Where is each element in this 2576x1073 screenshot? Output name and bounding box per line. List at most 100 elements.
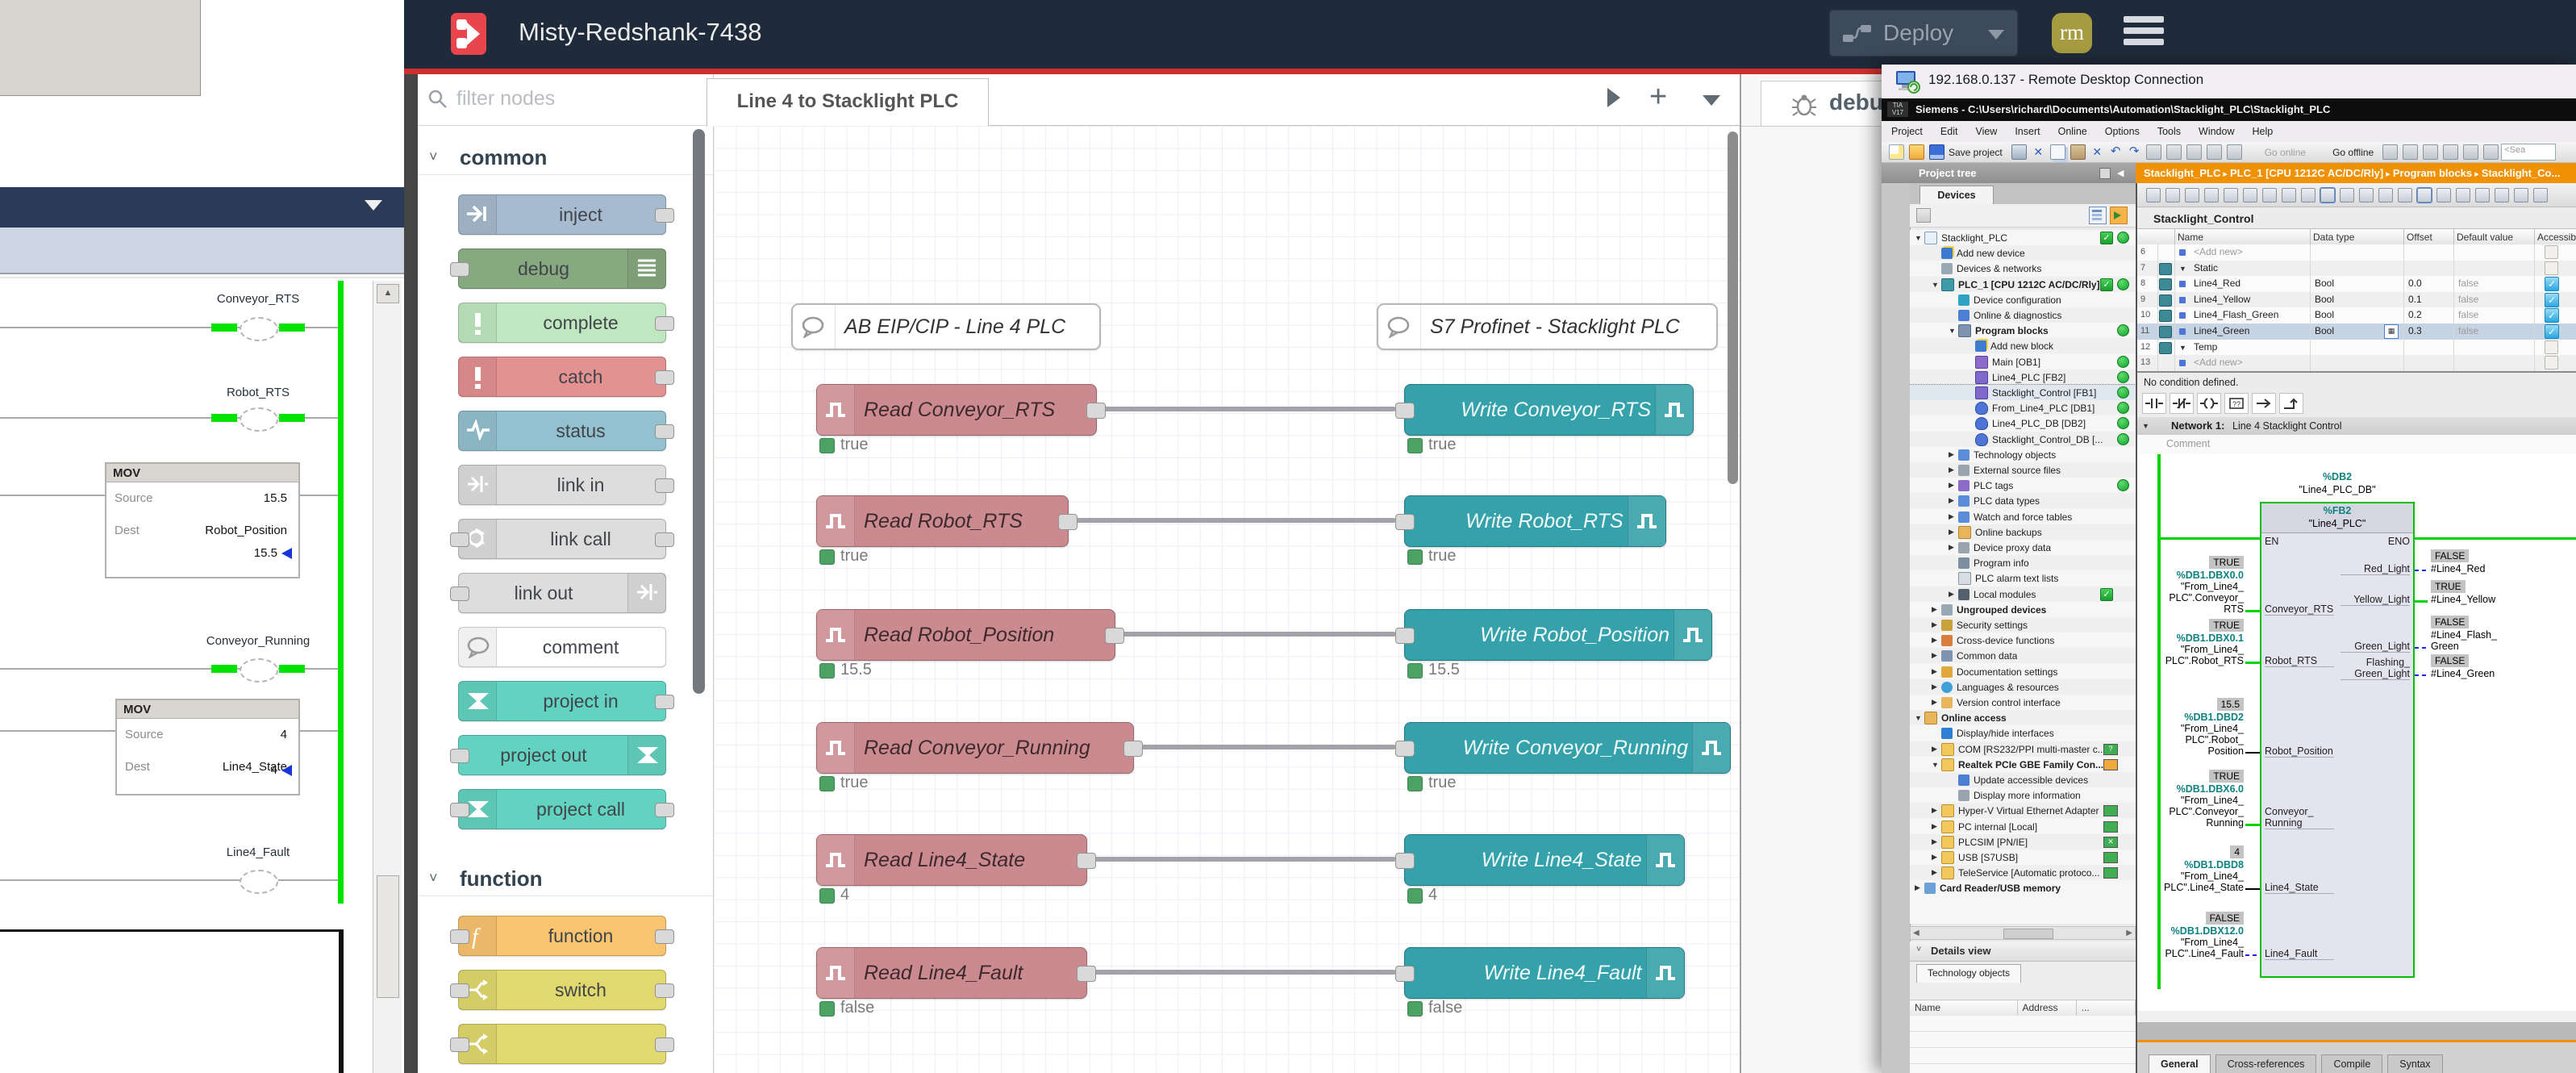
- read-node[interactable]: Read Robot_Position: [816, 609, 1115, 661]
- tree-row[interactable]: ▶USB [S7USB]: [1910, 850, 2136, 865]
- menu-help[interactable]: Help: [2252, 126, 2273, 137]
- network-comment-row[interactable]: Comment: [2137, 435, 2576, 455]
- tree-row[interactable]: PLC alarm text lists: [1910, 570, 2136, 586]
- table-row[interactable]: 8Line4_RedBool0.0false✓: [2137, 276, 2576, 292]
- delete-x-icon[interactable]: ✕: [2090, 145, 2104, 159]
- table-row[interactable]: 7▼Static: [2137, 261, 2576, 277]
- palette-node-project-in[interactable]: project in: [458, 681, 666, 721]
- menu-online[interactable]: Online: [2058, 126, 2087, 137]
- fb-block[interactable]: %FB2"Line4_PLC"ENENOConveyor_RTSRobot_RT…: [2260, 502, 2415, 978]
- undo-icon[interactable]: ↶: [2109, 145, 2123, 159]
- device-grid-icon[interactable]: [1916, 208, 1931, 223]
- accessible-checkbox[interactable]: ✓: [2545, 277, 2559, 291]
- palette-node-function[interactable]: ffunction: [458, 916, 666, 956]
- tree-row[interactable]: Online & diagnostics: [1910, 307, 2136, 323]
- palette-node-comment[interactable]: comment: [458, 627, 666, 667]
- tree-row[interactable]: ▶Common data: [1910, 648, 2136, 663]
- output-port[interactable]: [655, 929, 674, 944]
- tree-row[interactable]: Display/hide interfaces: [1910, 725, 2136, 741]
- rdp-titlebar[interactable]: 192.168.0.137 - Remote Desktop Connectio…: [1882, 65, 2576, 98]
- palette-node-catch[interactable]: catch: [458, 357, 666, 397]
- contact-nc-icon[interactable]: [2170, 393, 2194, 414]
- table-row[interactable]: 13<Add new>: [2137, 355, 2576, 371]
- tree-row[interactable]: ▼Online access: [1910, 710, 2136, 725]
- tree-row[interactable]: ▶Card Reader/USB memory: [1910, 880, 2136, 896]
- datatype-dropdown-button[interactable]: ▦: [2384, 324, 2399, 339]
- write-node[interactable]: Write Line4_State: [1404, 834, 1685, 886]
- go-offline-plug-icon[interactable]: [2315, 145, 2328, 159]
- flow-canvas[interactable]: AB EIP/CIP - Line 4 PLCS7 Profinet - Sta…: [714, 126, 1740, 1073]
- delete-row-icon[interactable]: [2165, 188, 2180, 202]
- palette-node-link-out[interactable]: link out: [458, 573, 666, 613]
- go-online-plug-icon[interactable]: [2247, 145, 2261, 159]
- toolbar-search-input[interactable]: <Sea: [2501, 144, 2556, 161]
- accessible-checkbox[interactable]: [2545, 245, 2558, 259]
- tree-expander-icon[interactable]: ▶: [1932, 745, 1941, 754]
- load-pg-icon[interactable]: [2475, 188, 2490, 202]
- contact-icon[interactable]: [240, 870, 278, 894]
- palette-node-link-in[interactable]: link in: [458, 465, 666, 505]
- tree-expander-icon[interactable]: ▼: [1932, 281, 1941, 289]
- download-to-device-icon[interactable]: [2166, 144, 2182, 160]
- accessible-checkbox[interactable]: [2545, 340, 2558, 354]
- input-port[interactable]: [1395, 514, 1415, 530]
- accessible-devices-icon[interactable]: [2382, 144, 2398, 160]
- output-port[interactable]: [1058, 514, 1078, 530]
- tree-expander-icon[interactable]: ▶: [1932, 853, 1941, 862]
- table-row[interactable]: 11Line4_GreenBool▦0.3false✓: [2137, 324, 2576, 340]
- tree-row[interactable]: Stacklight_Control [FB1]: [1910, 385, 2136, 400]
- hamburger-menu-icon[interactable]: [2124, 16, 2164, 52]
- tree-row[interactable]: ▼PLC_1 [CPU 1212C AC/DC/Rly]✓: [1910, 277, 2136, 292]
- menu-options[interactable]: Options: [2105, 126, 2140, 137]
- menu-tools[interactable]: Tools: [2157, 126, 2181, 137]
- db-update-icon[interactable]: [2378, 188, 2393, 202]
- add-flow-button[interactable]: +: [1649, 86, 1667, 108]
- input-port[interactable]: [1395, 403, 1415, 419]
- input-port[interactable]: [1395, 628, 1415, 644]
- go-to-error-icon[interactable]: [2456, 188, 2470, 202]
- write-node[interactable]: Write Line4_Fault: [1404, 947, 1685, 999]
- tree-expander-icon[interactable]: ▶: [1932, 698, 1941, 707]
- details-view-tab[interactable]: Technology objects: [1916, 964, 2021, 983]
- palette-node-project-out[interactable]: project out: [458, 735, 666, 775]
- deploy-button[interactable]: Deploy: [1829, 10, 2018, 56]
- output-port[interactable]: [655, 803, 674, 817]
- keep-actual-icon[interactable]: [2185, 188, 2199, 202]
- tree-row[interactable]: ▶External source files: [1910, 462, 2136, 478]
- tree-expander-icon[interactable]: ▶: [1949, 543, 1958, 552]
- tree-row[interactable]: ▶TeleService [Automatic protoco...: [1910, 865, 2136, 880]
- go-online-label[interactable]: Go online: [2265, 147, 2306, 158]
- read-node[interactable]: Read Line4_State: [816, 834, 1087, 886]
- input-port[interactable]: [1395, 741, 1415, 757]
- ladder-scrollbar[interactable]: ▲: [373, 281, 402, 1073]
- tree-row[interactable]: Line4_PLC [FB2]: [1910, 369, 2136, 385]
- palette-node-project-call[interactable]: project call: [458, 789, 666, 829]
- palette-search[interactable]: filter nodes: [418, 74, 713, 126]
- user-avatar[interactable]: rm: [2052, 13, 2092, 53]
- output-port[interactable]: [655, 316, 674, 331]
- network-header[interactable]: ▼Network 1:Line 4 Stacklight Control: [2137, 417, 2576, 436]
- tree-row[interactable]: ▶Languages & resources: [1910, 679, 2136, 695]
- tree-expander-icon[interactable]: ▶: [1949, 450, 1958, 459]
- contact-icon[interactable]: [240, 658, 278, 683]
- output-port[interactable]: [655, 208, 674, 223]
- editor-breadcrumb[interactable]: Stacklight_PLC ▸ PLC_1 [CPU 1212C AC/DC/…: [2136, 163, 2576, 183]
- monitor-glasses-icon[interactable]: [2533, 188, 2548, 202]
- tree-expander-icon[interactable]: ▶: [1932, 605, 1941, 614]
- save-project-label[interactable]: Save project: [1949, 147, 2003, 158]
- palette-section-common[interactable]: ˅common: [418, 142, 713, 175]
- mov-instruction[interactable]: MOVSource4DestLine4_State4: [115, 699, 300, 795]
- save-floppy-icon[interactable]: [1929, 144, 1945, 160]
- network-expander-icon[interactable]: ▼: [2142, 422, 2149, 430]
- tree-expander-icon[interactable]: ▶: [1932, 667, 1941, 676]
- group-expander-icon[interactable]: ▼: [2179, 344, 2186, 352]
- inspector-tab-cross-references[interactable]: Cross-references: [2215, 1054, 2317, 1073]
- pin-panel-icon[interactable]: ◀: [2117, 168, 2124, 178]
- input-port[interactable]: [450, 1038, 469, 1052]
- tree-row[interactable]: Device configuration: [1910, 292, 2136, 307]
- upload-from-device-icon[interactable]: [2186, 144, 2202, 160]
- output-port[interactable]: [1123, 741, 1143, 757]
- accessible-checkbox[interactable]: ✓: [2545, 324, 2559, 339]
- palette-node-link-call[interactable]: link call: [458, 519, 666, 559]
- compile-icon[interactable]: [2146, 144, 2161, 160]
